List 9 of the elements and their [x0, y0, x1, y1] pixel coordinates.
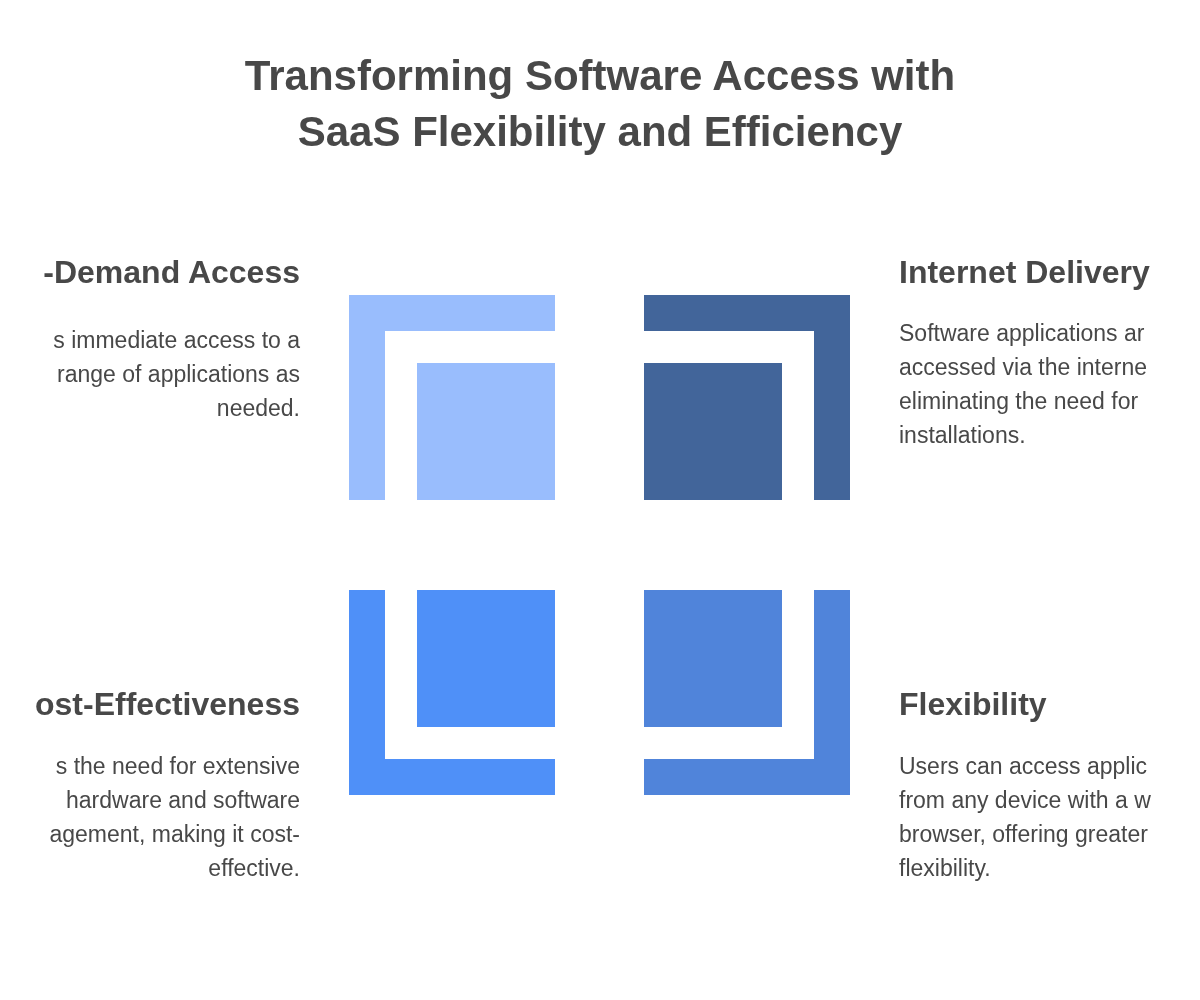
description-text: s immediate access to a range of applications as needed. — [52, 326, 300, 423]
title: Transforming Software Access with SaaS Flexibility and Efficiency — [243, 51, 957, 157]
description-text: Users can access applic from any device with a w browser, offering greater flexibility. — [899, 752, 1152, 883]
description-text: s the need for extensive hardware and software agement, making it cost- effective. — [48, 752, 300, 883]
section-heading: ost-Effectiveness — [35, 685, 300, 724]
section-heading: Flexibility — [899, 685, 1047, 724]
section-heading: -Demand Access — [43, 253, 300, 292]
description-text: Software applications ar accessed via the interne eliminating the need for installations. — [899, 319, 1149, 450]
section-heading: Internet Delivery — [899, 253, 1150, 292]
